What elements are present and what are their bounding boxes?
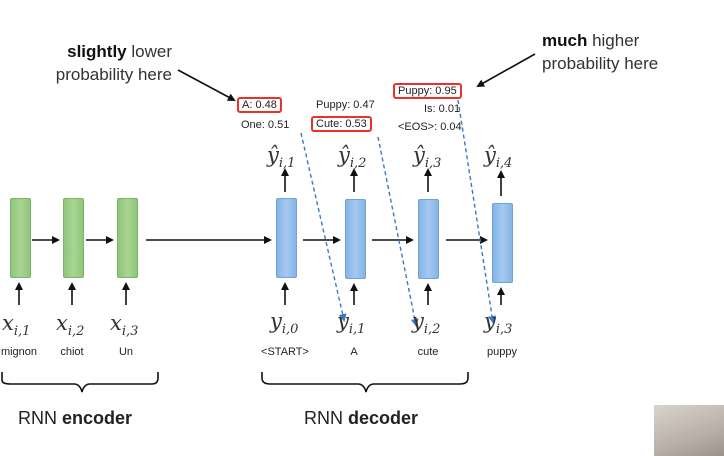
- output-yhat-4-sub: i,4: [495, 156, 513, 172]
- prob-one: One: 0.51: [241, 119, 290, 131]
- feedback-arrow-3: [457, 99, 497, 324]
- encoder-label: RNN encoder: [18, 408, 132, 429]
- decoder-word-3: cute: [417, 346, 439, 358]
- input-y-1-symbol: y: [337, 309, 349, 333]
- encoder-word-2: chiot: [60, 346, 84, 358]
- prob-puppy-3-text: Puppy: 0.95: [398, 85, 457, 97]
- encoder-cell-2: [63, 198, 84, 278]
- decoder-word-2: A: [350, 346, 358, 358]
- input-y-2-symbol: y: [412, 309, 424, 333]
- decoder-cell-1: [276, 198, 297, 278]
- encoder-label-normal: RNN: [18, 408, 57, 428]
- input-x-2-symbol: x: [56, 311, 68, 335]
- output-yhat-2: ŷi,2: [338, 143, 366, 171]
- output-yhat-2-sub: i,2: [349, 156, 367, 172]
- output-yhat-1-sub: i,1: [278, 156, 296, 172]
- input-x-1-sub: i,1: [13, 324, 31, 340]
- feedback-arrow-2: [377, 136, 419, 327]
- callout-left-line2: probability here: [55, 65, 172, 84]
- output-yhat-4-symbol: ŷ: [484, 143, 496, 167]
- input-y-1-sub: i,1: [348, 322, 366, 338]
- output-yhat-4: ŷi,4: [484, 143, 512, 171]
- callout-left-arrow: [177, 69, 236, 101]
- encoder-word-3: Un: [118, 346, 134, 358]
- encoder-word-1: mignon: [0, 346, 38, 358]
- encoder-cell-1: [10, 198, 31, 278]
- input-y-2: yi,2: [412, 309, 440, 337]
- prob-cute-text: Cute: 0.53: [316, 118, 367, 130]
- prob-a-text: A: 0.48: [242, 99, 277, 111]
- output-yhat-3-symbol: ŷ: [413, 143, 425, 167]
- prob-a-boxed: A: 0.48: [237, 97, 282, 113]
- prob-eos: <EOS>: 0.04: [398, 121, 462, 133]
- prob-puppy-boxed: Puppy: 0.95: [393, 83, 462, 99]
- webcam-thumbnail: [654, 405, 724, 456]
- callout-right-line2: probability here: [542, 54, 659, 73]
- encoder-bracket: [1, 372, 159, 393]
- input-y-2-sub: i,2: [423, 322, 441, 338]
- decoder-label-normal: RNN: [304, 408, 343, 428]
- encoder-label-bold: encoder: [62, 408, 133, 428]
- input-y-3-sub: i,3: [495, 322, 513, 338]
- input-x-3-sub: i,3: [121, 324, 139, 340]
- input-x-2-sub: i,2: [67, 324, 85, 340]
- decoder-word-4: puppy: [487, 346, 517, 358]
- input-y-0: yi,0: [270, 309, 298, 337]
- output-yhat-2-symbol: ŷ: [338, 143, 350, 167]
- input-y-3: yi,3: [484, 309, 512, 337]
- decoder-cell-3: [418, 199, 439, 279]
- prob-puppy-2: Puppy: 0.47: [316, 99, 375, 111]
- input-y-1: yi,1: [337, 309, 365, 337]
- callout-left: slightly lower probability here: [22, 40, 172, 86]
- encoder-cell-3: [117, 198, 138, 278]
- callout-right-rest: higher: [592, 31, 640, 50]
- input-x-1: xi,1: [2, 311, 30, 339]
- callout-left-bold: slightly: [67, 42, 127, 61]
- callout-right-bold: much: [542, 31, 588, 50]
- decoder-word-1: <START>: [261, 346, 309, 358]
- feedback-arrow-1: [300, 132, 347, 322]
- callout-left-rest: lower: [131, 42, 172, 61]
- input-x-2: xi,2: [56, 311, 84, 339]
- input-y-0-sub: i,0: [281, 322, 299, 338]
- prob-is: Is: 0.01: [424, 103, 461, 115]
- decoder-cell-4: [492, 203, 513, 283]
- input-x-3: xi,3: [110, 311, 138, 339]
- output-yhat-3: ŷi,3: [413, 143, 441, 171]
- callout-right-arrow: [476, 53, 536, 87]
- decoder-bracket: [261, 372, 469, 393]
- decoder-cell-2: [345, 199, 366, 279]
- input-y-3-symbol: y: [484, 309, 496, 333]
- output-yhat-3-sub: i,3: [424, 156, 442, 172]
- output-yhat-1-symbol: ŷ: [267, 143, 279, 167]
- decoder-label: RNN decoder: [304, 408, 418, 429]
- input-x-1-symbol: x: [2, 311, 14, 335]
- decoder-label-bold: decoder: [348, 408, 419, 428]
- prob-cute-boxed: Cute: 0.53: [311, 116, 372, 132]
- callout-right: much higher probability here: [542, 29, 702, 75]
- output-yhat-1: ŷi,1: [267, 143, 295, 171]
- input-x-3-symbol: x: [110, 311, 122, 335]
- input-y-0-symbol: y: [270, 309, 282, 333]
